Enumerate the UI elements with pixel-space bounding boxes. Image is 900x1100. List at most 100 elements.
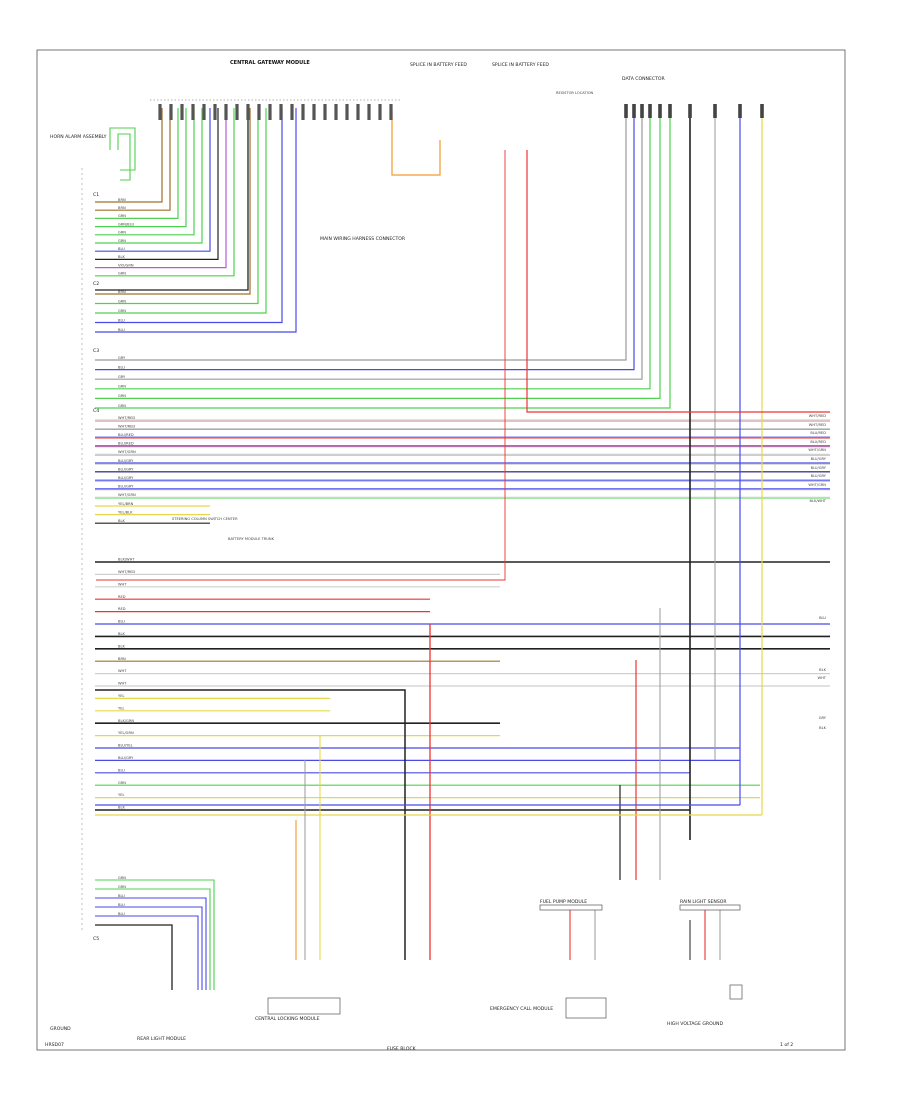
data-connector-pin-1: [632, 104, 636, 118]
c3-wire-0: [95, 108, 627, 361]
c6-tag-2: BLU: [118, 894, 125, 898]
main-connector-pin-15: [323, 104, 327, 120]
c5-tag-19: YEL: [118, 793, 124, 797]
right-tag-3: BLU/RED: [810, 440, 826, 444]
c5-tag-9: WHT: [118, 669, 127, 673]
data-connector-pin-7: [713, 104, 717, 118]
component-layer: [158, 104, 764, 1019]
c5-tag-3: RED: [118, 595, 126, 599]
main-connector-pin-17: [345, 104, 349, 120]
c5-tag-17: BLU: [118, 768, 125, 772]
right-tag-14: BLK: [819, 726, 826, 730]
connector-c5: C5: [93, 936, 99, 942]
c1-tag-8: VIO/GRN: [118, 263, 134, 267]
main-connector-pin-7: [235, 104, 239, 120]
c4-tag-9: WHT/GRN: [118, 493, 136, 497]
c5-tag-12: YEL: [118, 706, 124, 710]
box-central-lock: [267, 997, 341, 1015]
c5-tag-2: WHT: [118, 582, 127, 586]
main-connector-pin-2: [180, 104, 184, 120]
c1-wire-4: [95, 108, 195, 236]
label-fuel-pump: FUEL PUMP MODULE: [540, 899, 587, 905]
wire-tag-layer: BRNBRNGRNGRN/BLUGRNGRNBLUBLKVIO/GRNGRNBR…: [118, 198, 827, 916]
box-fuel-pump-header: [539, 904, 603, 911]
data-connector-pin-9: [760, 104, 764, 118]
c6-tag-4: BLU: [118, 912, 125, 916]
label-rear-light: REAR LIGHT MODULE: [137, 1036, 186, 1042]
label-ground-left: GROUND: [50, 1026, 71, 1032]
c1-wire-3: [95, 108, 187, 228]
main-connector-pin-14: [312, 104, 316, 120]
c1-wire-6: [95, 108, 211, 252]
main-connector-pin-8: [246, 104, 250, 120]
c5-tag-15: BLU/YEL: [118, 744, 133, 748]
c1-wire-1: [95, 108, 171, 211]
c5-tag-20: BLK: [118, 806, 125, 810]
c1-tag-9: GRN: [118, 272, 126, 276]
c4-tag-11: YEL/BLK: [118, 510, 133, 514]
c3-tag-4: GRN: [118, 394, 126, 398]
main-connector-pin-4: [202, 104, 206, 120]
c6-tag-3: BLU: [118, 903, 125, 907]
connector-c4: C4: [93, 408, 99, 414]
orange-top-run: [391, 110, 441, 176]
footer-left: HRSD07: [45, 1042, 64, 1048]
main-connector-pin-16: [334, 104, 338, 120]
c3-wire-4: [95, 108, 661, 399]
c1-tag-4: GRN: [118, 231, 126, 235]
main-connector-pin-19: [367, 104, 371, 120]
main-connector-pin-18: [356, 104, 360, 120]
label-hv-ground: HIGH VOLTAGE GROUND: [667, 1021, 723, 1027]
data-connector-pin-5: [668, 104, 672, 118]
c1-wire-8: [95, 108, 227, 269]
label-main-harness: MAIN WIRING HARNESS CONNECTOR: [320, 236, 406, 242]
box-module-a: [565, 997, 607, 1019]
right-tag-1: WHT/RED: [809, 423, 826, 427]
c3-wire-1: [95, 108, 635, 371]
c1-wire-0: [95, 108, 163, 203]
c2-tag-2: GRN: [118, 309, 126, 313]
c1-tag-6: BLU: [118, 247, 125, 251]
right-tag-0: WHT/RED: [809, 414, 826, 418]
c6-tag-0: GRN: [118, 876, 126, 880]
wire-layer: [81, 99, 830, 990]
right-tag-10: BLU: [819, 616, 826, 620]
main-connector-pin-0: [158, 104, 162, 120]
c2-wire-0: [95, 108, 251, 295]
h-black-fuse: [95, 689, 406, 694]
c6-wire-0: [95, 879, 215, 990]
c4-tag-6: BLU/GRY: [118, 467, 134, 471]
main-connector-pin-10: [268, 104, 272, 120]
c4-tag-2: BLU/RED: [118, 433, 134, 437]
c2-wire-2: [95, 108, 267, 314]
c6-tag-1: GRN: [118, 885, 126, 889]
main-connector-pin-11: [279, 104, 283, 120]
main-connector-pin-20: [378, 104, 382, 120]
label-splice-top1: SPLICE IN BATTERY FEED: [410, 62, 467, 68]
c1-tag-7: BLK: [118, 255, 125, 259]
c4-tag-8: BLU/GRY: [118, 485, 134, 489]
c2-wire-1: [95, 108, 259, 305]
c2-tag-0: BRN: [118, 290, 126, 294]
v-red-top2: [96, 150, 506, 581]
v-red-top: [526, 150, 830, 413]
connector-c3: C3: [93, 348, 99, 354]
c4-tag-1: WHT/RED: [118, 424, 135, 428]
connector-c2: C2: [93, 281, 99, 287]
right-tag-12: WHT: [818, 676, 827, 680]
box-module-b: [729, 984, 743, 1000]
c6-wire-1: [95, 888, 211, 990]
c2-wire-black: [95, 108, 249, 291]
c6-wire-3: [95, 906, 203, 990]
c2-wire-4: [95, 108, 297, 333]
horn-wire-2: [117, 133, 131, 181]
c4-tag-0: WHT/RED: [118, 416, 135, 420]
c5-tag-5: BLU: [118, 620, 125, 624]
label-central-lock: CENTRAL LOCKING MODULE: [255, 1016, 320, 1022]
data-connector-pin-2: [640, 104, 644, 118]
label-battery-trunk: BATTERY MODULE TRUNK: [228, 537, 275, 541]
right-tag-4: WHT/GRN: [808, 448, 826, 452]
c1-tag-2: GRN: [118, 214, 126, 218]
c4-tag-12: BLK: [118, 519, 125, 523]
c5-tag-13: BLK/GRN: [118, 719, 134, 723]
